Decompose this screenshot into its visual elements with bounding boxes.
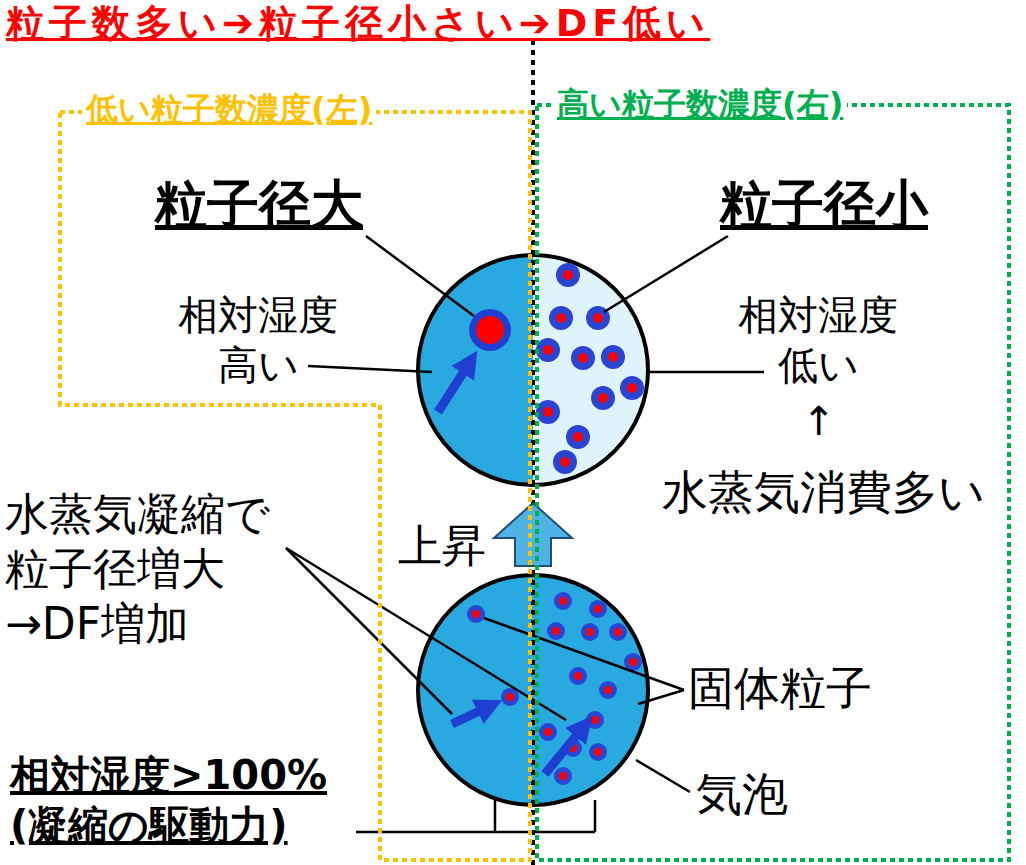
divider-line [531, 40, 535, 865]
solid-particle [594, 605, 602, 613]
particle-shell [549, 306, 573, 330]
particle-shell [601, 345, 625, 369]
solid-particle [578, 353, 588, 363]
solid-particle [559, 772, 567, 780]
text-label: 水蒸気凝縮で 粒子径増大 →DF増加 [5, 486, 305, 651]
solid-particle [629, 658, 637, 666]
text-label: 相対湿度 高い [146, 290, 370, 390]
particle-shell [554, 592, 572, 610]
bubble-half-dry [533, 255, 648, 485]
solid-particle [556, 313, 566, 323]
condensation-arrow [438, 362, 470, 412]
solid-particle [543, 407, 553, 417]
solid-particle [472, 610, 480, 618]
solid-particle [586, 628, 594, 636]
bracket-line [494, 800, 497, 832]
solid-particle [544, 728, 552, 736]
particle-shell [536, 400, 560, 424]
text-label: ↑ [802, 396, 836, 446]
region-outline [537, 105, 1009, 860]
particle-shell [569, 667, 587, 685]
leader-line [484, 618, 684, 690]
solid-particle [506, 693, 514, 701]
solid-particle [543, 345, 553, 355]
particle-shell [547, 622, 565, 640]
grown-particle-shell [469, 309, 511, 351]
particle-shell [553, 450, 577, 474]
condensation-arrow [452, 706, 490, 724]
region-heading: 低い粒子数濃度(左) [82, 90, 376, 128]
particle-shell [589, 743, 607, 761]
region-outline [60, 112, 530, 860]
solid-particle [563, 270, 573, 280]
text-label: 粒子径大 [155, 172, 363, 237]
particle-shell [581, 623, 599, 641]
text-label: 気泡 [696, 766, 788, 824]
solid-particle [627, 383, 637, 393]
particle-shell [599, 681, 617, 699]
particle-shell [566, 425, 590, 449]
solid-particle [591, 716, 599, 724]
particle-shell [556, 263, 580, 287]
leader-line [638, 690, 684, 704]
bracket-line [356, 831, 595, 834]
solid-particle [593, 313, 603, 323]
particle-shell [467, 605, 485, 623]
particle-shell [620, 376, 644, 400]
leader-line [604, 236, 728, 312]
particle-shell [554, 767, 572, 785]
bubble-half-humid [418, 255, 533, 485]
text-label: 上昇 [398, 518, 486, 573]
solid-particle [573, 432, 583, 442]
bracket-line [594, 800, 597, 832]
dotted-outline [60, 112, 530, 860]
solid-particle [604, 686, 612, 694]
solid-particle [560, 457, 570, 467]
particle-shell [586, 711, 604, 729]
dotted-outline [537, 105, 1009, 860]
particle-shell [609, 623, 627, 641]
solid-particle [598, 393, 608, 403]
leader-line [636, 760, 690, 792]
title: 粒子数多い➔粒子径小さい➔DF低い [6, 0, 710, 49]
leader-line [648, 371, 764, 374]
particle-shell [536, 338, 560, 362]
solid-particle [614, 628, 622, 636]
text-label: 相対湿度>100% (凝縮の駆動力) [10, 750, 354, 850]
solid-particle [552, 627, 560, 635]
solid-particle [594, 748, 602, 756]
leader-line [308, 366, 432, 372]
region-box: 低い粒子数濃度(左) [60, 112, 530, 860]
region-box: 高い粒子数濃度(右) [537, 105, 1009, 860]
solid-particle [574, 672, 582, 680]
particle-shell [539, 723, 557, 741]
solid-particle [608, 352, 618, 362]
leader-line [286, 548, 566, 720]
text-label: 粒子径小 [720, 172, 928, 237]
particle-shell [571, 346, 595, 370]
region-heading: 高い粒子数濃度(右) [553, 85, 847, 123]
particle-shell [589, 600, 607, 618]
condensation-arrow [545, 726, 584, 774]
text-label: 相対湿度 低い [706, 290, 930, 390]
leader-line [286, 548, 452, 714]
particle-shell [591, 386, 615, 410]
rise-arrow [494, 503, 572, 566]
grown-particle-core [476, 316, 504, 344]
solid-particle [559, 597, 567, 605]
text-label: 水蒸気消費多い [662, 464, 985, 522]
text-label: 固体粒子 [688, 660, 872, 718]
particle-group [467, 263, 644, 785]
leader-line [366, 236, 474, 316]
